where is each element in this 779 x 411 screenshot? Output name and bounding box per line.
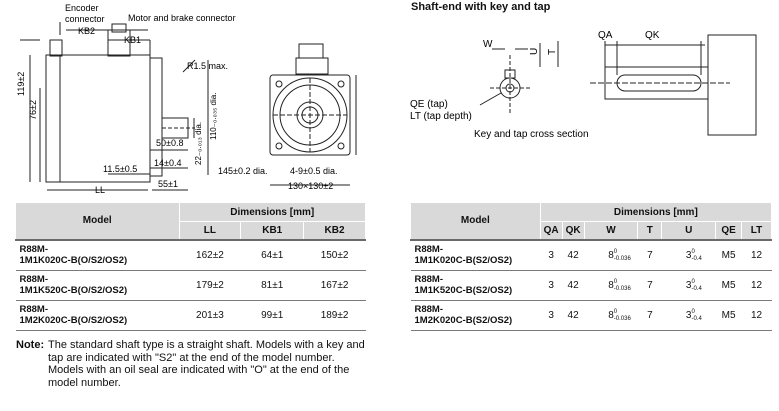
- d22-label: 22₋₀.₀₁₃ dia.: [194, 122, 203, 165]
- qk-label: QK: [645, 30, 660, 41]
- d49-label: 4-9±0.5 dia.: [290, 166, 337, 176]
- t-label: T: [547, 49, 558, 55]
- table-row: R88M-1M1K020C-B(O/S2/OS2) 162±2 64±1 150…: [15, 238, 366, 271]
- kb2-cell: 150±2: [303, 238, 366, 271]
- r15-label: R1.5 max.: [187, 61, 228, 71]
- w-label: W: [483, 39, 493, 50]
- u-label: U: [529, 48, 540, 55]
- ll-cell: 201±3: [179, 300, 241, 331]
- note-text-1: The standard shaft type is a straight sh…: [48, 339, 365, 364]
- table-row: R88M-1M1K520C-B(O/S2/OS2) 179±2 81±1 167…: [15, 270, 366, 301]
- d145-label: 145±0.2 dia.: [218, 166, 267, 176]
- d50-label: 50±0.8: [156, 138, 183, 148]
- col-kb1: KB1: [240, 221, 305, 240]
- kb2-label: KB2: [78, 26, 95, 36]
- t-cell: 7: [637, 270, 662, 301]
- ll-cell: 162±2: [179, 238, 241, 271]
- col-t: T: [637, 221, 663, 240]
- d55-label: 55±1: [158, 179, 178, 189]
- col-kb2: KB2: [303, 221, 366, 240]
- model-cell: R88M-1M2K020C-B(O/S2/OS2): [15, 300, 179, 331]
- model-cell: R88M-1M1K520C-B(O/S2/OS2): [15, 270, 179, 301]
- kb1-cell: 64±1: [240, 238, 304, 271]
- note-block: Note: The standard shaft type is a strai…: [16, 339, 366, 389]
- qa-cell: 3: [540, 300, 563, 331]
- kb2-cell: 167±2: [303, 270, 366, 301]
- ll-label: LL: [95, 185, 105, 195]
- model-cell: R88M-1M1K520C-B(S2/OS2): [410, 270, 541, 301]
- model-cell: R88M-1M2K020C-B(S2/OS2): [410, 300, 541, 331]
- kb2-cell: 189±2: [303, 300, 366, 331]
- note-label: Note:: [16, 339, 45, 351]
- cross-section-caption: Key and tap cross section: [474, 129, 589, 140]
- note-text-2: Models with an oil seal are indicated wi…: [48, 364, 350, 389]
- model-cell: R88M-1M1K020C-B(S2/OS2): [410, 238, 541, 271]
- ll-cell: 179±2: [179, 270, 241, 301]
- qe-cell: M5: [715, 300, 742, 331]
- qe-cell: M5: [715, 270, 742, 301]
- t-cell: 7: [637, 238, 662, 271]
- motor-brake-connector-label: Motor and brake connector: [128, 13, 236, 23]
- encoder-connector-label-2: connector: [65, 14, 105, 24]
- lt-cell: 12: [741, 270, 772, 301]
- dimensions-header: Dimensions [mm]: [539, 202, 773, 222]
- col-lt: LT: [741, 221, 772, 240]
- col-ll: LL: [178, 221, 242, 240]
- col-qa: QA: [539, 221, 563, 240]
- model-header: Model: [15, 202, 180, 240]
- qe-cell: M5: [715, 238, 742, 271]
- lt-label: LT (tap depth): [410, 111, 472, 122]
- qa-cell: 3: [540, 270, 563, 301]
- kb1-label: KB1: [124, 35, 141, 45]
- kb1-cell: 81±1: [240, 270, 304, 301]
- table-row: R88M-1M2K020C-B(O/S2/OS2) 201±3 99±1 189…: [15, 300, 366, 331]
- lt-cell: 12: [741, 300, 772, 331]
- qa-cell: 3: [540, 238, 563, 271]
- qk-cell: 42: [562, 270, 585, 301]
- d119-label: 119±2: [16, 72, 26, 96]
- lt-cell: 12: [741, 238, 772, 271]
- qe-label: QE (tap): [410, 99, 448, 110]
- d130-label: 130×130±2: [288, 181, 333, 191]
- qk-cell: 42: [562, 300, 585, 331]
- d76-label: 76±2: [28, 100, 38, 120]
- t-cell: 7: [637, 300, 662, 331]
- kb1-cell: 99±1: [240, 300, 304, 331]
- col-w: W: [583, 221, 639, 240]
- shaft-end-drawing: W U T QA QK QE (tap) LT (tap depth) Key …: [410, 30, 757, 140]
- col-u: U: [661, 221, 717, 240]
- col-qk: QK: [561, 221, 585, 240]
- d115-label: 11.5±0.5: [103, 164, 137, 174]
- model-header: Model: [410, 202, 541, 240]
- qa-label: QA: [598, 30, 613, 41]
- shaft-dimensions-table: Model Dimensions [mm] QA QK W T U QE LT …: [410, 202, 773, 331]
- dimensions-header: Dimensions [mm]: [178, 202, 366, 222]
- d14-label: 14±0.4: [154, 158, 181, 168]
- d110-label: 110₋₀.₀₃₅ dia.: [209, 93, 218, 140]
- model-cell: R88M-1M1K020C-B(O/S2/OS2): [15, 238, 179, 271]
- encoder-connector-label: Encoder: [65, 3, 99, 13]
- col-qe: QE: [715, 221, 743, 240]
- motor-dimension-drawing: Encoder connector Motor and brake connec…: [16, 3, 357, 195]
- motor-dimensions-table: Model Dimensions [mm] LL KB1 KB2 R88M-1M…: [15, 202, 366, 331]
- qk-cell: 42: [562, 238, 585, 271]
- shaft-end-title: Shaft-end with key and tap: [411, 1, 551, 13]
